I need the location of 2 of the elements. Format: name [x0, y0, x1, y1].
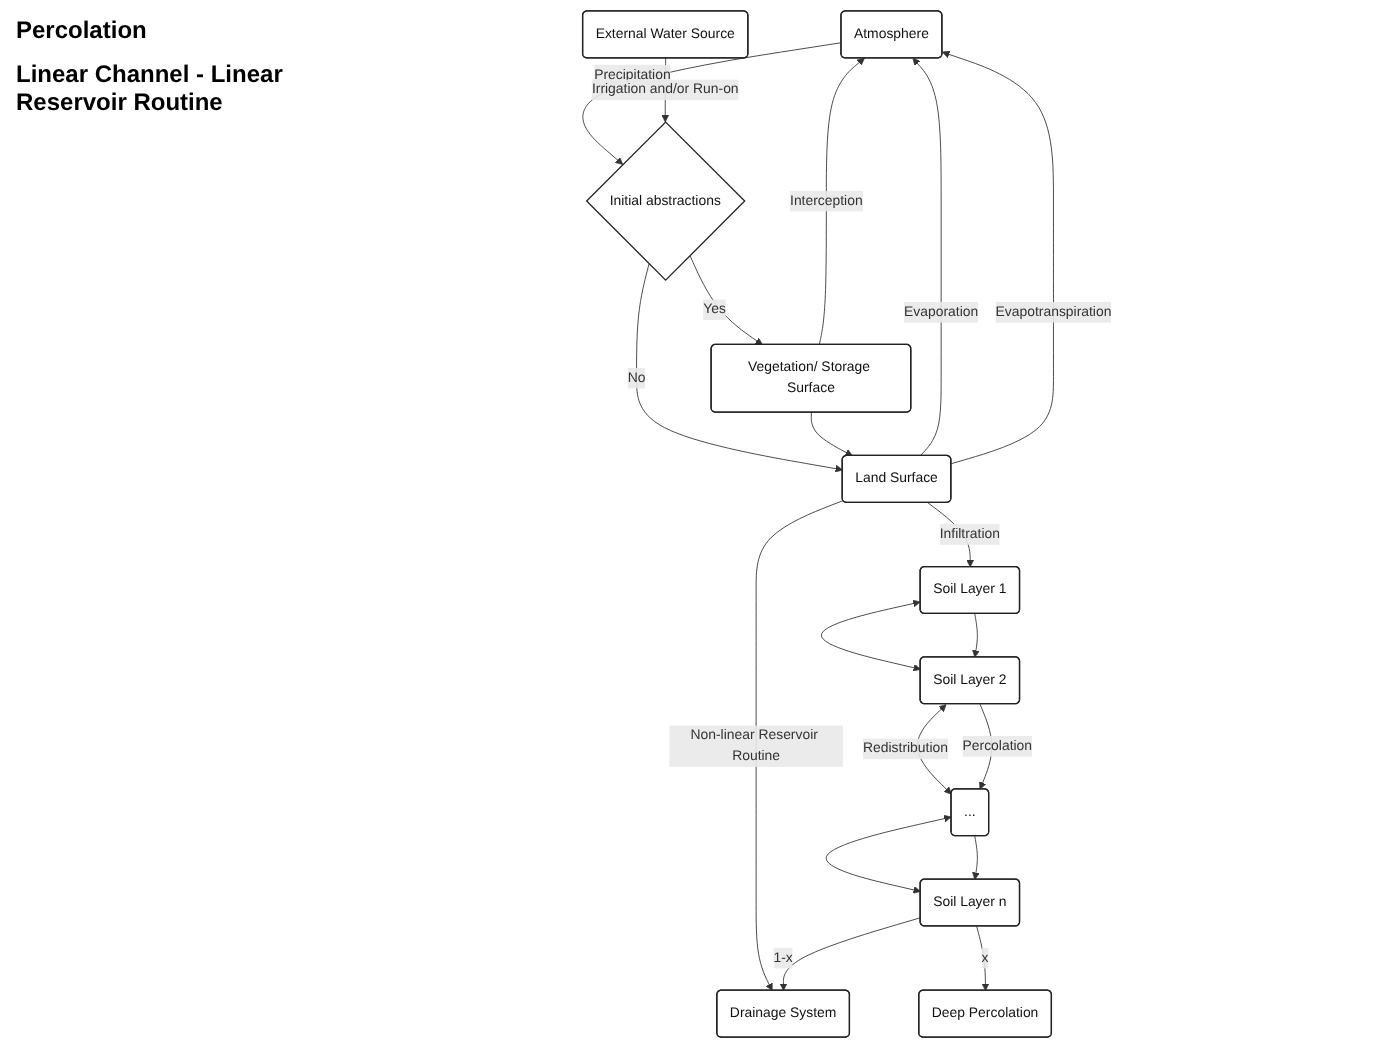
- note-text: Percolation: [16, 16, 149, 44]
- note-text: Linear Channel - Linear Reservoir Routine: [16, 60, 284, 116]
